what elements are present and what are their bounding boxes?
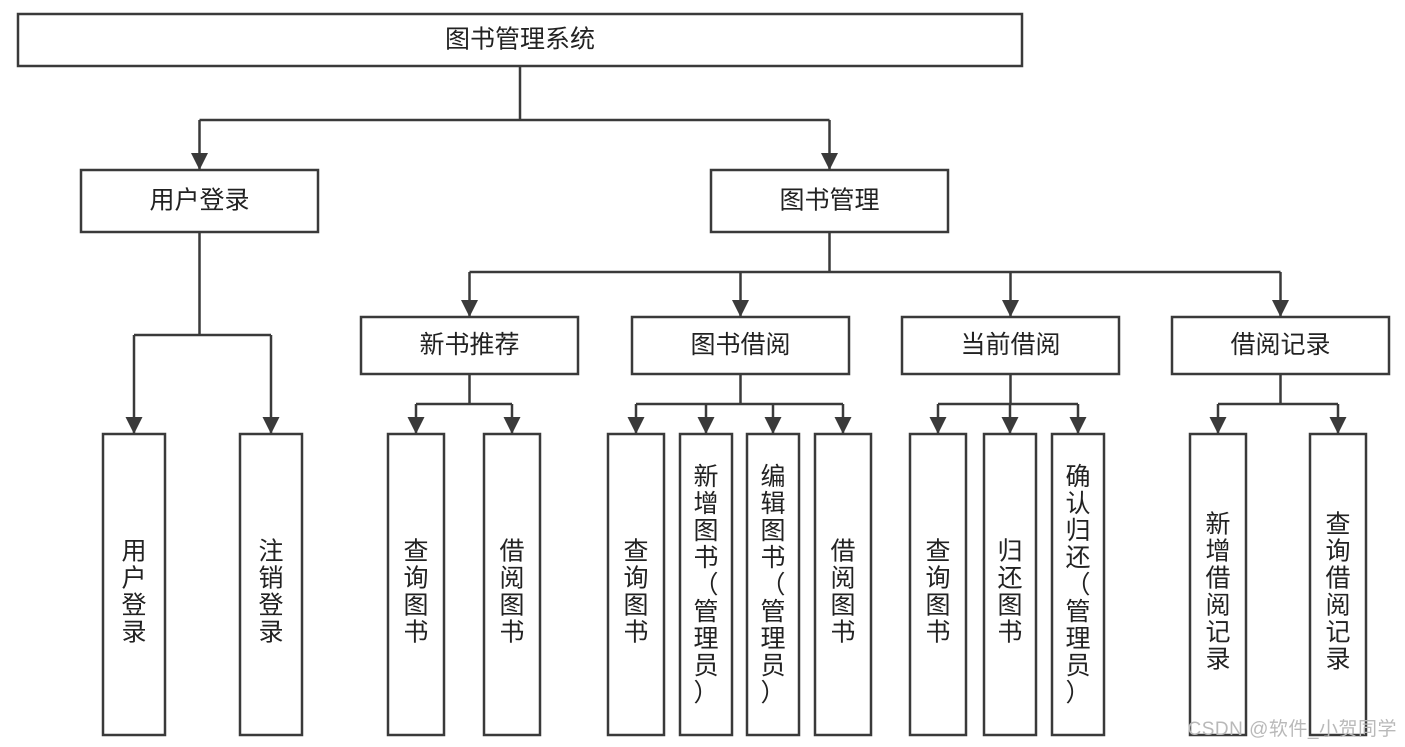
node-l_bw_query[interactable]: 查询图书: [606, 432, 666, 737]
node-n_newbook[interactable]: 新书推荐: [359, 315, 580, 376]
node-l_cu_query[interactable]: 查询图书: [908, 432, 968, 737]
node-box-l_logout[interactable]: [238, 432, 304, 737]
node-box-l_bw_query[interactable]: [606, 432, 666, 737]
node-box-n_current[interactable]: [900, 315, 1121, 376]
node-label-l_cu_confirm: 确认归还（管理员）: [1065, 463, 1090, 707]
connector-group-n_newbook: [407, 374, 521, 434]
node-label-n_bookmgmt: 图书管理: [779, 187, 879, 215]
node-l_cu_confirm[interactable]: 确认归还（管理员）: [1050, 432, 1106, 737]
node-n_current[interactable]: 当前借阅: [900, 315, 1121, 376]
node-label-l_logout: 注销登录: [258, 537, 283, 646]
node-l_nb_query[interactable]: 查询图书: [386, 432, 446, 737]
node-box-root[interactable]: [16, 12, 1024, 68]
node-label-l_rc_query: 查询借阅记录: [1325, 510, 1350, 673]
node-l_logout[interactable]: 注销登录: [238, 432, 304, 737]
node-label-l_cu_query: 查询图书: [925, 537, 950, 646]
watermark-text: CSDN @软件_小贺同学: [1187, 719, 1397, 740]
node-label-n_login: 用户登录: [149, 187, 249, 215]
node-box-l_cu_return[interactable]: [982, 432, 1038, 737]
node-label-n_borrow: 图书借阅: [690, 331, 790, 359]
node-n_bookmgmt[interactable]: 图书管理: [709, 168, 950, 234]
node-box-l_cu_query[interactable]: [908, 432, 968, 737]
node-label-l_bw_query: 查询图书: [623, 537, 648, 646]
node-label-n_record: 借阅记录: [1230, 331, 1330, 359]
node-label-l_nb_borrow: 借阅图书: [499, 537, 524, 646]
node-l_bw_edit[interactable]: 编辑图书（管理员）: [745, 432, 801, 737]
node-box-l_cu_confirm[interactable]: [1050, 432, 1106, 737]
node-box-l_nb_query[interactable]: [386, 432, 446, 737]
node-l_cu_return[interactable]: 归还图书: [982, 432, 1038, 737]
connector-group-n_bookmgmt: [461, 232, 1289, 317]
node-l_userlogin[interactable]: 用户登录: [101, 432, 167, 737]
node-box-n_borrow[interactable]: [630, 315, 851, 376]
connector-group-n_current: [929, 374, 1087, 434]
node-box-n_bookmgmt[interactable]: [709, 168, 950, 234]
node-l_rc_query[interactable]: 查询借阅记录: [1308, 432, 1368, 737]
node-label-root: 图书管理系统: [445, 26, 595, 54]
node-label-l_cu_return: 归还图书: [997, 537, 1022, 646]
node-l_bw_borrow[interactable]: 借阅图书: [813, 432, 873, 737]
node-l_bw_add[interactable]: 新增图书（管理员）: [678, 432, 734, 737]
node-label-l_userlogin: 用户登录: [121, 537, 146, 646]
node-box-l_bw_borrow[interactable]: [813, 432, 873, 737]
node-n_record[interactable]: 借阅记录: [1170, 315, 1391, 376]
node-box-l_rc_add[interactable]: [1188, 432, 1248, 737]
node-box-l_rc_query[interactable]: [1308, 432, 1368, 737]
connector-group-n_record: [1209, 374, 1347, 434]
node-layer: 图书管理系统用户登录图书管理新书推荐图书借阅当前借阅借阅记录用户登录注销登录查询…: [16, 12, 1391, 737]
connector-group-root: [191, 66, 838, 170]
node-n_login[interactable]: 用户登录: [79, 168, 320, 234]
node-box-n_newbook[interactable]: [359, 315, 580, 376]
node-n_borrow[interactable]: 图书借阅: [630, 315, 851, 376]
node-box-l_userlogin[interactable]: [101, 432, 167, 737]
connector-group-n_login: [125, 232, 280, 434]
node-label-l_bw_borrow: 借阅图书: [830, 537, 855, 646]
connector-group-n_borrow: [627, 374, 852, 434]
node-l_rc_add[interactable]: 新增借阅记录: [1188, 432, 1248, 737]
node-label-l_bw_edit: 编辑图书（管理员）: [760, 463, 785, 707]
node-label-n_current: 当前借阅: [960, 331, 1060, 359]
node-box-n_record[interactable]: [1170, 315, 1391, 376]
connector-layer: [125, 66, 1347, 434]
node-box-l_bw_add[interactable]: [678, 432, 734, 737]
node-box-l_bw_edit[interactable]: [745, 432, 801, 737]
node-label-l_rc_add: 新增借阅记录: [1205, 510, 1230, 673]
node-root[interactable]: 图书管理系统: [16, 12, 1024, 68]
node-box-n_login[interactable]: [79, 168, 320, 234]
node-l_nb_borrow[interactable]: 借阅图书: [482, 432, 542, 737]
node-label-l_nb_query: 查询图书: [403, 537, 428, 646]
node-box-l_nb_borrow[interactable]: [482, 432, 542, 737]
node-label-l_bw_add: 新增图书（管理员）: [693, 463, 718, 707]
node-label-n_newbook: 新书推荐: [419, 331, 519, 359]
